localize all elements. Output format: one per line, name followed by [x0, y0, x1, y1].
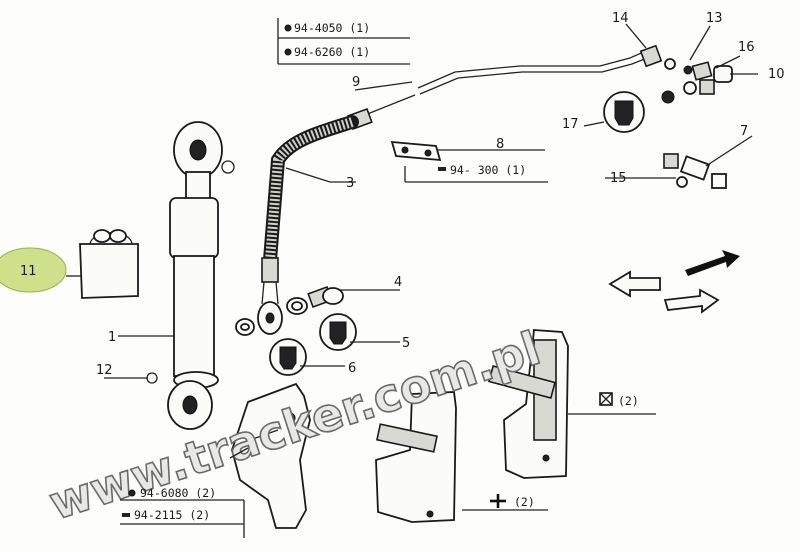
- hardware-bag: [79, 229, 139, 299]
- part-1-label: 1: [108, 330, 116, 345]
- part-17-label: 17: [562, 117, 579, 132]
- part-7-label: 7: [740, 124, 748, 139]
- hydraulic-cylinder: [167, 121, 235, 430]
- pipe-fittings-top-right: [639, 44, 733, 104]
- part-11-label: 11: [20, 264, 37, 279]
- part-16-label: 16: [738, 40, 755, 55]
- leader-lines: [66, 23, 758, 459]
- part-15-label: 15: [610, 171, 627, 186]
- qty-box: (2): [618, 394, 639, 408]
- seal-symbol-17: [603, 91, 645, 133]
- ref-94-4050: 94-4050 (1): [294, 21, 370, 35]
- part-13-label: 13: [706, 11, 723, 26]
- bracket-lower-left: [231, 382, 311, 529]
- direction-arrows: [608, 250, 740, 314]
- bracket-right: [488, 329, 569, 479]
- part-12-label: 12: [96, 363, 113, 378]
- reference-box-top: 94-4050 (1) 94-6260 (1): [277, 18, 410, 65]
- bracket-middle: [375, 391, 457, 523]
- part-numbers: 1 3 4 5 6 7 8 9 10 11 12 13 14 15 16 17: [20, 11, 785, 378]
- fittings-group: [235, 285, 344, 336]
- part-5-label: 5: [402, 336, 410, 351]
- ref-94-6260: 94-6260 (1): [294, 45, 370, 59]
- part-8-label: 8: [496, 137, 504, 152]
- ref-94-2115: 94-2115 (2): [134, 508, 210, 522]
- qty-cross: (2): [514, 495, 535, 509]
- mounting-plate: [390, 140, 442, 162]
- seal-symbol-6: [269, 338, 307, 376]
- part-9-label: 9: [352, 75, 360, 90]
- part-4-label: 4: [394, 275, 402, 290]
- crossed-box-icon: [599, 392, 613, 406]
- ref-94-300: 94- 300 (1): [450, 163, 526, 177]
- qty-cross-group: (2): [462, 494, 548, 511]
- qty-box-group: (2): [568, 392, 656, 415]
- part-14-label: 14: [612, 11, 629, 26]
- highlight-11: [0, 247, 67, 293]
- bolt-icon: [122, 513, 130, 517]
- reference-box-bottom-left: 94-6080 (2) 94-2115 (2): [120, 486, 245, 538]
- bolt-icon: [438, 167, 446, 171]
- seal-symbol-5: [319, 313, 357, 351]
- part-6-label: 6: [348, 361, 356, 376]
- part-10-label: 10: [768, 67, 785, 82]
- ref-94-6080: 94-6080 (2): [140, 486, 216, 500]
- elbow-fitting: [663, 153, 727, 189]
- hydraulic-hose: [257, 49, 653, 335]
- ref-94-300-group: 94- 300 (1): [438, 163, 526, 177]
- part-3-label: 3: [346, 176, 354, 191]
